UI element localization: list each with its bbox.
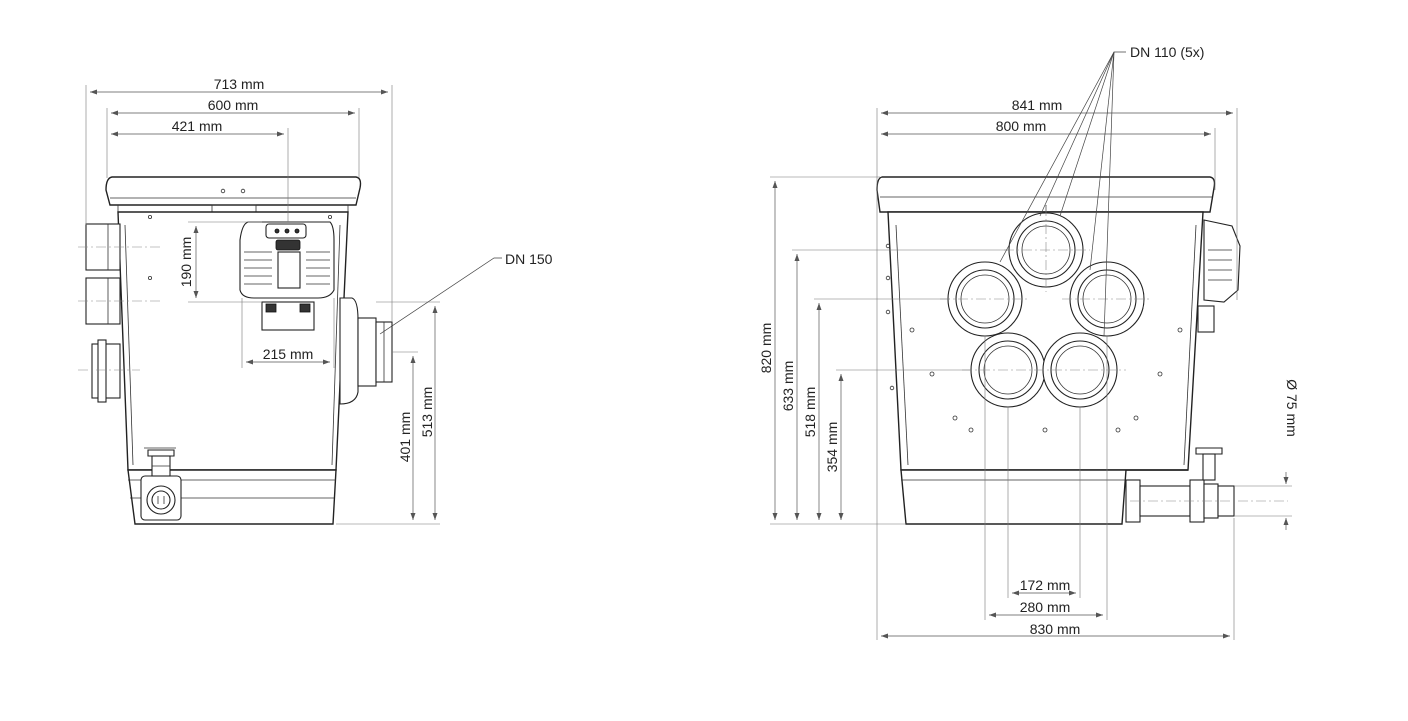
- dim-280: 280 mm: [1020, 599, 1071, 615]
- front-lid: [876, 176, 1216, 213]
- dim-830: 830 mm: [1030, 621, 1081, 637]
- label-dn110: DN 110 (5x): [1130, 44, 1204, 60]
- valve-tap-icon: [144, 447, 176, 477]
- label-dn150: DN 150: [505, 251, 553, 267]
- dn150-outlet: [339, 297, 393, 405]
- side-lid: [105, 176, 362, 206]
- dim-215: 215 mm: [263, 346, 314, 362]
- dim-172: 172 mm: [1020, 577, 1071, 593]
- logo-badge-icon: [275, 239, 301, 251]
- dim-713: 713 mm: [214, 76, 265, 92]
- pump-unit: [239, 221, 335, 331]
- dim-421: 421 mm: [172, 118, 223, 134]
- dim-800: 800 mm: [996, 118, 1047, 134]
- dim-190: 190 mm: [178, 237, 194, 288]
- side-view: 713 mm 600 mm 421 mm 190 mm 215 mm DN 15…: [78, 76, 553, 525]
- front-view: DN 110 (5x) 841 mm 800 mm 820 mm 633 mm …: [758, 44, 1300, 640]
- dim-633: 633 mm: [780, 361, 796, 412]
- dim-513: 513 mm: [419, 387, 435, 438]
- dim-354: 354 mm: [824, 422, 840, 473]
- dim-600: 600 mm: [208, 97, 259, 113]
- dim-820: 820 mm: [758, 323, 774, 374]
- dim-841: 841 mm: [1012, 97, 1063, 113]
- electrical-socket-icon: [140, 475, 182, 521]
- dim-518: 518 mm: [802, 387, 818, 438]
- dim-75: Ø 75 mm: [1284, 379, 1300, 437]
- dim-401: 401 mm: [397, 412, 413, 463]
